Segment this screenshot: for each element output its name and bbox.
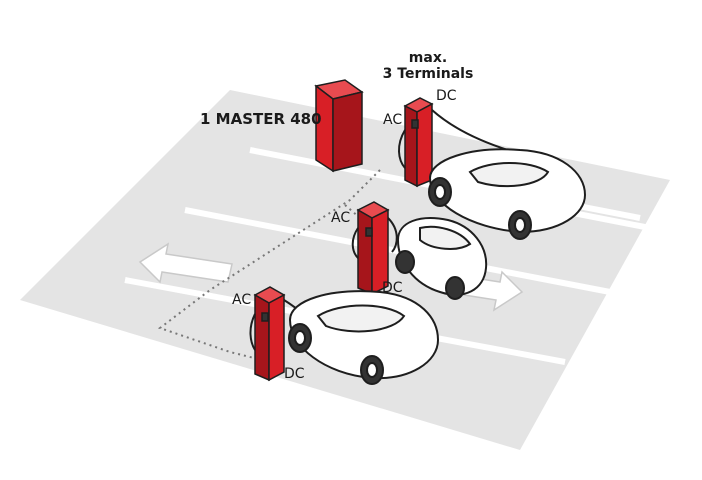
charging-terminal-middle — [356, 201, 390, 296]
arrow-left-icon — [138, 242, 233, 284]
charging-terminal-front — [253, 286, 286, 382]
sports-car-back — [428, 148, 587, 240]
sports-car-front — [288, 290, 440, 385]
dotted-cable-routes — [157, 169, 381, 361]
ac-label-middle: AC — [331, 210, 350, 226]
charging-terminal-back — [403, 97, 434, 188]
dc-label-middle: DC — [382, 280, 403, 296]
max-terminals-line2: 3 Terminals — [383, 66, 474, 82]
master-label: 1 MASTER 480 — [200, 110, 322, 128]
dc-label-front: DC — [284, 366, 305, 382]
small-city-car — [395, 217, 488, 300]
max-terminals-line1: max. — [409, 50, 447, 66]
ac-label-back: AC — [383, 112, 402, 128]
master-480-cabinet — [314, 79, 364, 173]
ac-label-front: AC — [232, 292, 251, 308]
dc-label-back: DC — [436, 88, 457, 104]
